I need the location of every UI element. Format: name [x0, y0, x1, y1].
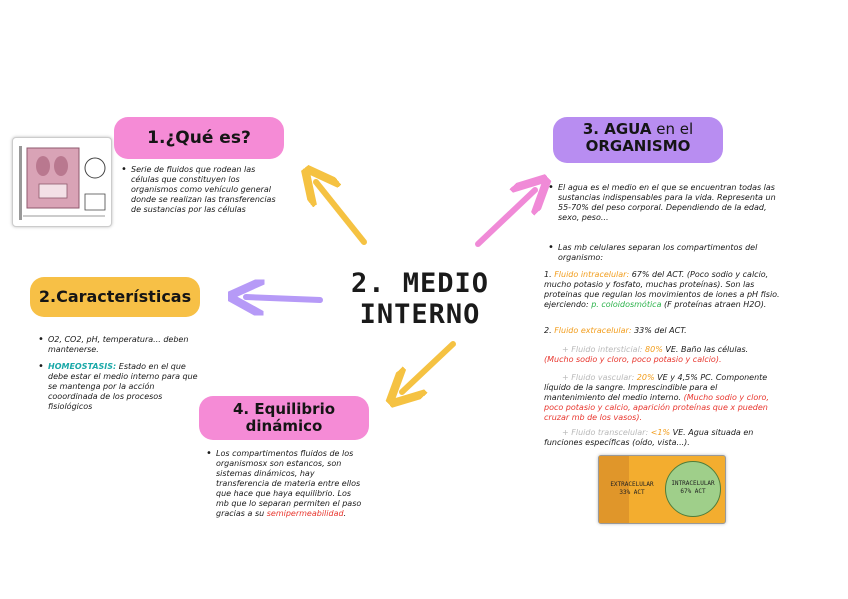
node-equilibrio-text: Los compartimentos fluidos de los organi…: [216, 449, 364, 519]
node-que-es-title-text: 1.¿Qué es?: [147, 128, 251, 148]
homeostasis-term: HOMEOSTASIS:: [48, 362, 116, 371]
node-que-es-title: 1.¿Qué es?: [114, 117, 284, 159]
node-agua-bullet-2: Las mb celulares separan los compartimen…: [558, 243, 772, 263]
p1-term: Fluido intracelular:: [554, 270, 629, 279]
equilibrio-title-a: 4. Equilibrio: [199, 401, 369, 418]
s3-pct: <1%: [648, 428, 670, 437]
node-caracteristicas-bullet-2: HOMEOSTASIS: Estado en el que debe estar…: [48, 362, 198, 412]
agua-point-2: 2. Fluido extracelular: 33% del ACT.: [544, 326, 780, 336]
fluid-compartments-diagram: EXTRACELULAR 33% ACT INTRACELULAR 67% AC…: [598, 455, 726, 524]
node-caracteristicas-title: 2.Características: [30, 277, 200, 317]
intracelular-pct: 67% ACT: [666, 488, 720, 496]
node-equilibrio-title: 4. Equilibrio dinámico: [199, 396, 369, 440]
s3-term: + Fluido transcelular:: [544, 428, 648, 437]
p2-num: 2.: [544, 326, 554, 335]
agua-sub-vascular: + Fluido vascular: 20% VE y 4,5% PC. Com…: [544, 373, 780, 423]
equilibrio-text-red: semipermeabilidad: [267, 509, 344, 518]
intracelular-circle: INTRACELULAR 67% ACT: [665, 461, 721, 517]
center-title-line1: 2. MEDIO: [330, 268, 510, 299]
center-title-line2: INTERNO: [330, 299, 510, 330]
p2-text: 33% del ACT.: [632, 326, 687, 335]
node-caracteristicas-bullet-1: O2, CO2, pH, temperatura... deben manten…: [48, 335, 204, 355]
s2-term: + Fluido vascular:: [544, 373, 634, 382]
equilibrio-title-b: dinámico: [199, 418, 369, 435]
s1-pct: 80%: [643, 345, 663, 354]
arrow-to-caracteristicas: [246, 297, 320, 300]
center-title: 2. MEDIO INTERNO: [330, 268, 510, 330]
node-agua-title: 3. AGUA en el ORGANISMO: [553, 117, 723, 163]
extracelular-pct: 33% ACT: [603, 489, 661, 497]
arrow-to-equilibrio: [402, 344, 453, 392]
agua-title-c: ORGANISMO: [553, 138, 723, 155]
node-que-es-text: Serie de fluidos que rodean las células …: [131, 165, 279, 215]
equilibrio-text-main: Los compartimentos fluidos de los organi…: [216, 449, 361, 518]
intracelular-name: INTRACELULAR: [666, 480, 720, 488]
p1-tail: (F proteínas atraen H2O).: [661, 300, 766, 309]
s1-red: (Mucho sodio y cloro, poco potasio y cal…: [544, 355, 722, 364]
agua-sub-transcelular: + Fluido transcelular: <1% VE. Agua situ…: [544, 428, 780, 448]
extracelular-name: EXTRACELULAR: [603, 481, 661, 489]
body-illustration: [12, 137, 112, 227]
s1-text: VE. Baño las células.: [663, 345, 748, 354]
arrow-to-que-es: [316, 182, 364, 242]
agua-sub-intersticial: + Fluido intersticial: 80% VE. Baño las …: [544, 345, 780, 365]
agua-title-b: en el: [651, 120, 693, 138]
equilibrio-text-end: .: [344, 509, 347, 518]
s1-term: + Fluido intersticial:: [544, 345, 643, 354]
extracelular-label: EXTRACELULAR 33% ACT: [603, 481, 661, 497]
p2-term: Fluido extracelular:: [554, 326, 631, 335]
node-caracteristicas-title-text: 2.Características: [39, 287, 191, 306]
agua-title-a: 3. AGUA: [583, 120, 652, 138]
arrow-to-agua: [478, 190, 535, 244]
p1-green: p. coloidosmótica: [591, 300, 661, 309]
node-agua-bullet-1: El agua es el medio en el que se encuent…: [558, 183, 776, 223]
agua-point-1: 1. Fluido intracelular: 67% del ACT. (Po…: [544, 270, 780, 310]
p1-num: 1.: [544, 270, 554, 279]
s2-pct: 20%: [634, 373, 654, 382]
